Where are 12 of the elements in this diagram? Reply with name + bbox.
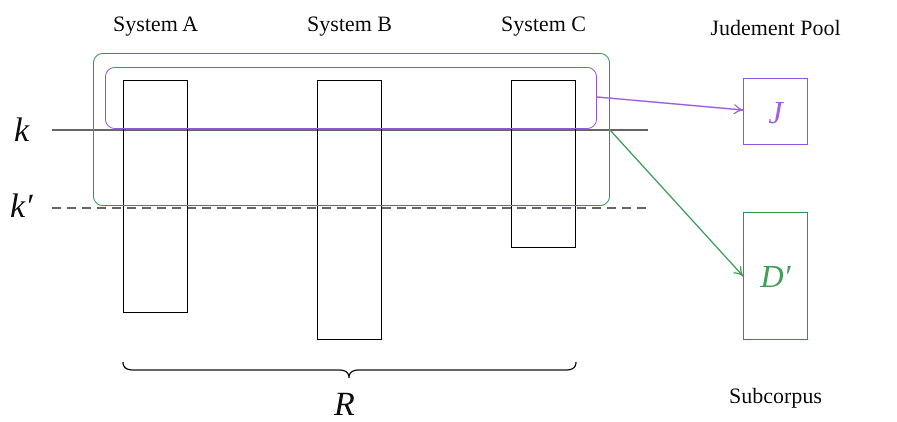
node-label: Subcorpus	[729, 383, 822, 409]
threshold-label: k′	[10, 190, 33, 224]
rounded-box	[93, 53, 610, 206]
rounded-box	[105, 67, 597, 129]
symbol-label: D′	[759, 258, 792, 295]
set-label: R	[334, 388, 355, 422]
symbol-label: J	[767, 94, 785, 130]
node-label: Judement Pool	[710, 15, 841, 41]
threshold-label: k	[14, 114, 30, 148]
node-label: System B	[307, 11, 392, 37]
node-label: System C	[501, 11, 586, 37]
node-label: System A	[113, 11, 198, 37]
